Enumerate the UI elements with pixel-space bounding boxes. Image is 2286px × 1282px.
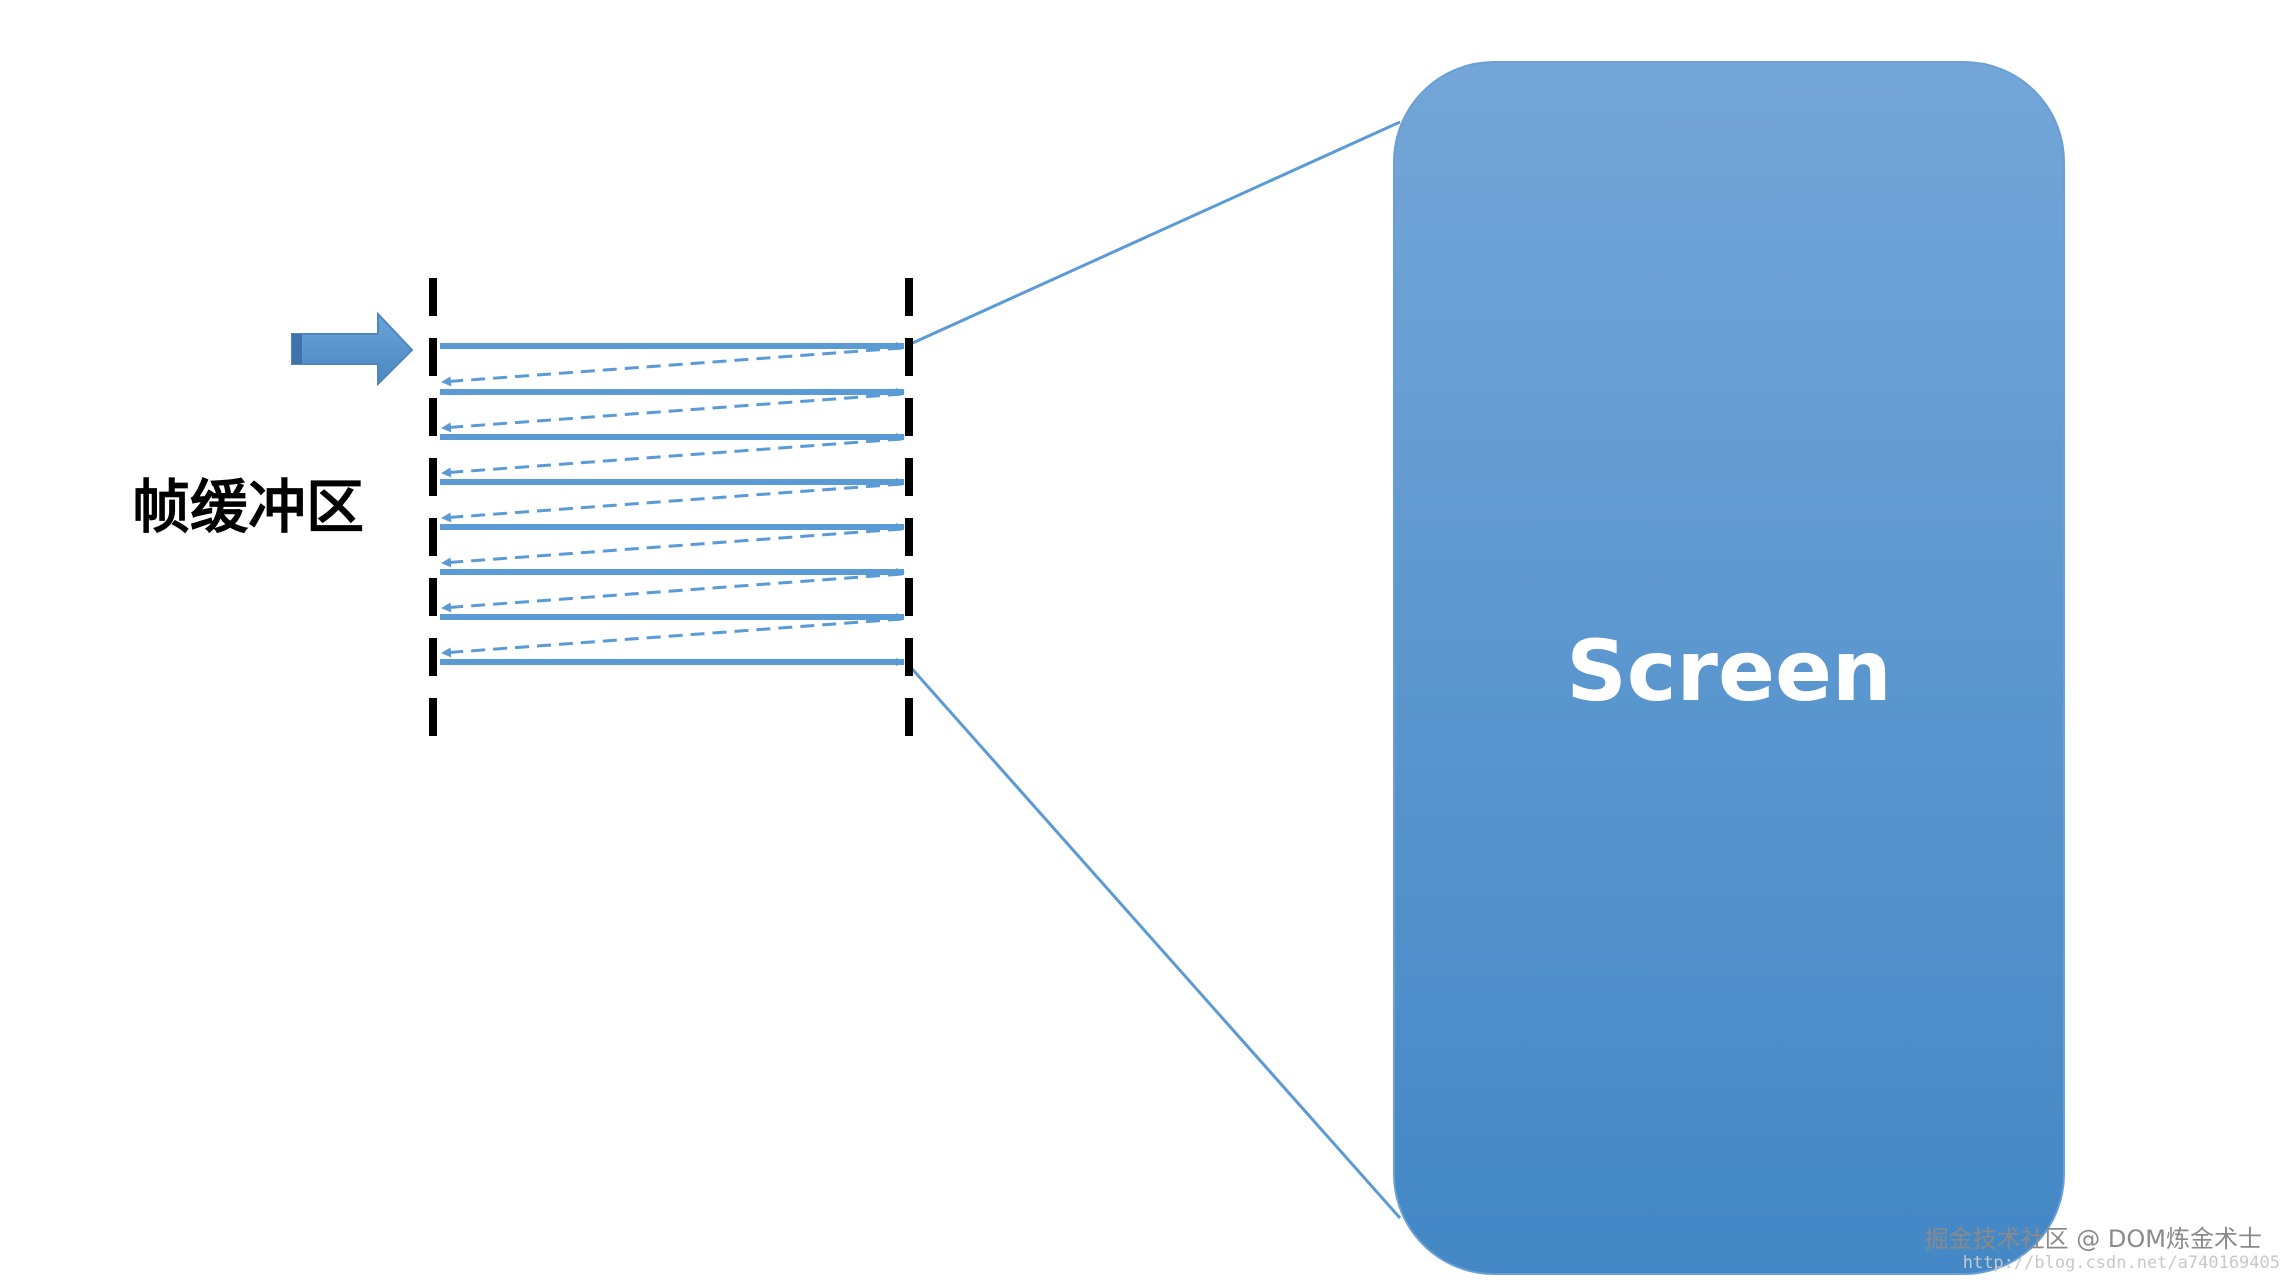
- top-connector-line: [905, 120, 1401, 348]
- screen-label: Screen: [1566, 622, 1891, 720]
- retrace-line-1: [441, 346, 903, 387]
- retrace-line-4: [441, 482, 903, 523]
- watermark-url: http://blog.csdn.net/a740169405: [1963, 1253, 2280, 1273]
- watermark-text: 掘金技术社区 @ DOM炼金术士: [1925, 1225, 2262, 1253]
- retrace-line-3: [441, 437, 903, 478]
- retrace-line-7: [441, 617, 903, 658]
- screen-device: [1393, 61, 2065, 1275]
- bottom-connector-line: [904, 661, 1402, 1219]
- retrace-line-2: [441, 392, 903, 433]
- frame-buffer-label: 帧缓冲区: [132, 473, 364, 541]
- input-arrow-icon: [291, 311, 414, 387]
- input-arrow-tail: [292, 334, 302, 364]
- retrace-line-6: [441, 572, 903, 613]
- retrace-line-5: [441, 527, 903, 568]
